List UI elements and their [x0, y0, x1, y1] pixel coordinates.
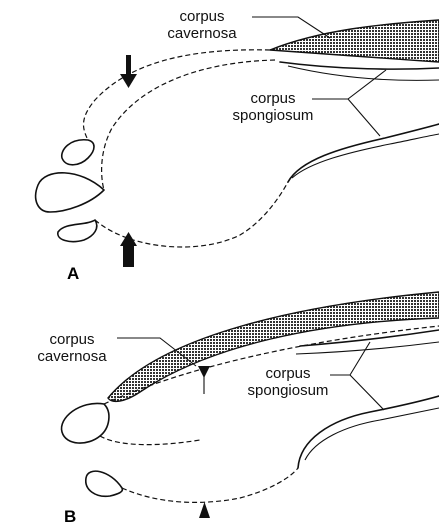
corpus-cavernosa-shape-a [270, 20, 439, 62]
corpus-spongiosum-label-a-line1: corpus [250, 90, 295, 107]
corpus-cavernosa-label-b-line2: cavernosa [37, 348, 107, 365]
panel-letter-b: B [64, 507, 76, 526]
corpus-spongiosum-tube-a [280, 62, 439, 69]
corpus-spongiosum-label-a-line2: spongiosum [233, 107, 314, 124]
tissue-blob-a1 [62, 140, 94, 165]
arrow-up-a [120, 232, 137, 267]
arrowhead-up-b [199, 502, 210, 518]
corpus-cavernosa-label-a-line2: cavernosa [167, 25, 237, 42]
corpus-spongiosum-lower-inner-a [292, 134, 439, 178]
lower-dashed-contour-b [122, 468, 298, 502]
corpus-spongiosum-label-b-line2: spongiosum [248, 382, 329, 399]
corpus-spongiosum-lower-tube-b [298, 396, 439, 468]
tissue-blob-a3 [58, 220, 97, 242]
panel-b: corpus cavernosa corpus spongiosum B [37, 292, 439, 526]
panel-a: corpus cavernosa corpus spongiosum A [36, 8, 439, 283]
corpus-cavernosa-label-a-line1: corpus [179, 8, 224, 25]
tissue-blob-a2 [36, 173, 104, 212]
tissue-blob-b2 [86, 471, 123, 496]
leader-spongiosum-a [312, 70, 386, 136]
corpus-cavernosa-label-b-line1: corpus [49, 331, 94, 348]
outer-dashed-contour-a [84, 50, 270, 140]
panel-letter-a: A [67, 264, 79, 283]
lower-dashed-contour-a [95, 182, 288, 247]
corpus-spongiosum-lower-tube-a [288, 124, 439, 182]
inner-dashed-contour-b [100, 436, 200, 445]
corpus-spongiosum-label-b-line1: corpus [265, 365, 310, 382]
corpus-spongiosum-lower-inner-b [305, 408, 439, 460]
